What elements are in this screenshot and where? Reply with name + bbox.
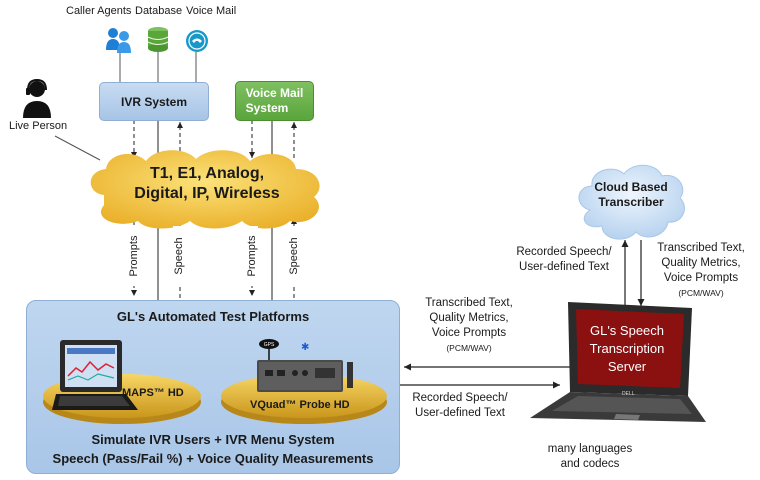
live-person-line [54, 135, 101, 161]
cloud-line-2: Transcriber [598, 195, 664, 209]
maps-hd-device-icon [52, 340, 138, 410]
screen-line-1: GL's Speech [589, 323, 665, 338]
upper-line-1: Transcribed Text, [425, 297, 513, 309]
screen-line-2: Transcription [589, 341, 665, 356]
laptop-icon [530, 302, 706, 422]
upper-line-3: Voice Prompts [431, 327, 507, 339]
cloud-transcriber-shape [578, 164, 685, 240]
network-line-2: Digital, IP, Wireless [134, 185, 280, 202]
languages-line-1: many languages [547, 443, 633, 455]
upper-format: (PCM/WAV) [446, 343, 492, 353]
lower-line-2: User-defined Text [415, 407, 505, 419]
upper-transfer-label: Transcribed Text, Quality Metrics, Voice… [410, 296, 528, 356]
caller-agents-icon [106, 28, 131, 53]
ivr-system-box: IVR System [99, 82, 209, 121]
svg-text:GPS: GPS [264, 342, 275, 348]
laptop-brand-logo: DELL [622, 391, 635, 397]
speech-label-left: Speech [173, 226, 185, 286]
cloud-right-format: (PCM/WAV) [678, 288, 724, 298]
svg-text:✱: ✱ [301, 342, 309, 353]
cloud-left-label: Recorded Speech/ User-defined Text [505, 245, 623, 275]
upper-line-2: Quality Metrics, [429, 312, 509, 324]
languages-line-2: and codecs [560, 458, 620, 470]
laptop-screen-text: GL's Speech Transcription Server [578, 322, 676, 376]
platform-footer-2: Speech (Pass/Fail %) + Voice Quality Mea… [52, 451, 374, 466]
lower-transfer-label: Recorded Speech/ User-defined Text [404, 391, 516, 421]
caller-agents-label: Caller Agents [66, 5, 132, 17]
speech-label-right: Speech [288, 226, 300, 286]
platform-title: GL's Automated Test Platforms [116, 309, 310, 324]
vm-line-1: Voice Mail [245, 86, 304, 100]
live-person-label: Live Person [9, 120, 68, 132]
prompts-label-right: Prompts [246, 226, 258, 286]
languages-label: many languages and codecs [535, 442, 645, 472]
cloud-line-1: Cloud Based [594, 180, 668, 194]
database-label: Database [135, 5, 183, 17]
voice-mail-icon [186, 30, 208, 52]
voice-mail-system-box: Voice Mail System [235, 81, 314, 121]
database-icon [147, 27, 169, 52]
prompts-label-left: Prompts [128, 226, 140, 286]
platform-footer-1: Simulate IVR Users + IVR Menu System [91, 432, 335, 447]
vquad-probe-device-icon: GPS ✱ [257, 339, 353, 392]
screen-line-3: Server [607, 359, 647, 374]
cloud-right-label: Transcribed Text, Quality Metrics, Voice… [646, 241, 756, 301]
maps-hd-label: MAPS™ HD [122, 387, 184, 399]
network-cloud [90, 150, 320, 229]
cloud-transcriber-label: Cloud Based Transcriber [572, 180, 690, 210]
live-person-icon [23, 78, 51, 118]
network-line-1: T1, E1, Analog, [149, 165, 265, 182]
vm-line-2: System [245, 101, 289, 115]
lower-line-1: Recorded Speech/ [412, 392, 508, 404]
voice-mail-label: Voice Mail [186, 5, 237, 17]
cloud-left-line-2: User-defined Text [519, 261, 609, 273]
cloud-right-line-1: Transcribed Text, [657, 242, 745, 254]
cloud-left-line-1: Recorded Speech/ [516, 246, 612, 258]
network-label: T1, E1, Analog, Digital, IP, Wireless [82, 164, 332, 204]
cloud-right-line-2: Quality Metrics, [661, 257, 741, 269]
vquad-probe-label: VQuad™ Probe HD [250, 399, 350, 411]
cloud-right-line-3: Voice Prompts [663, 272, 739, 284]
